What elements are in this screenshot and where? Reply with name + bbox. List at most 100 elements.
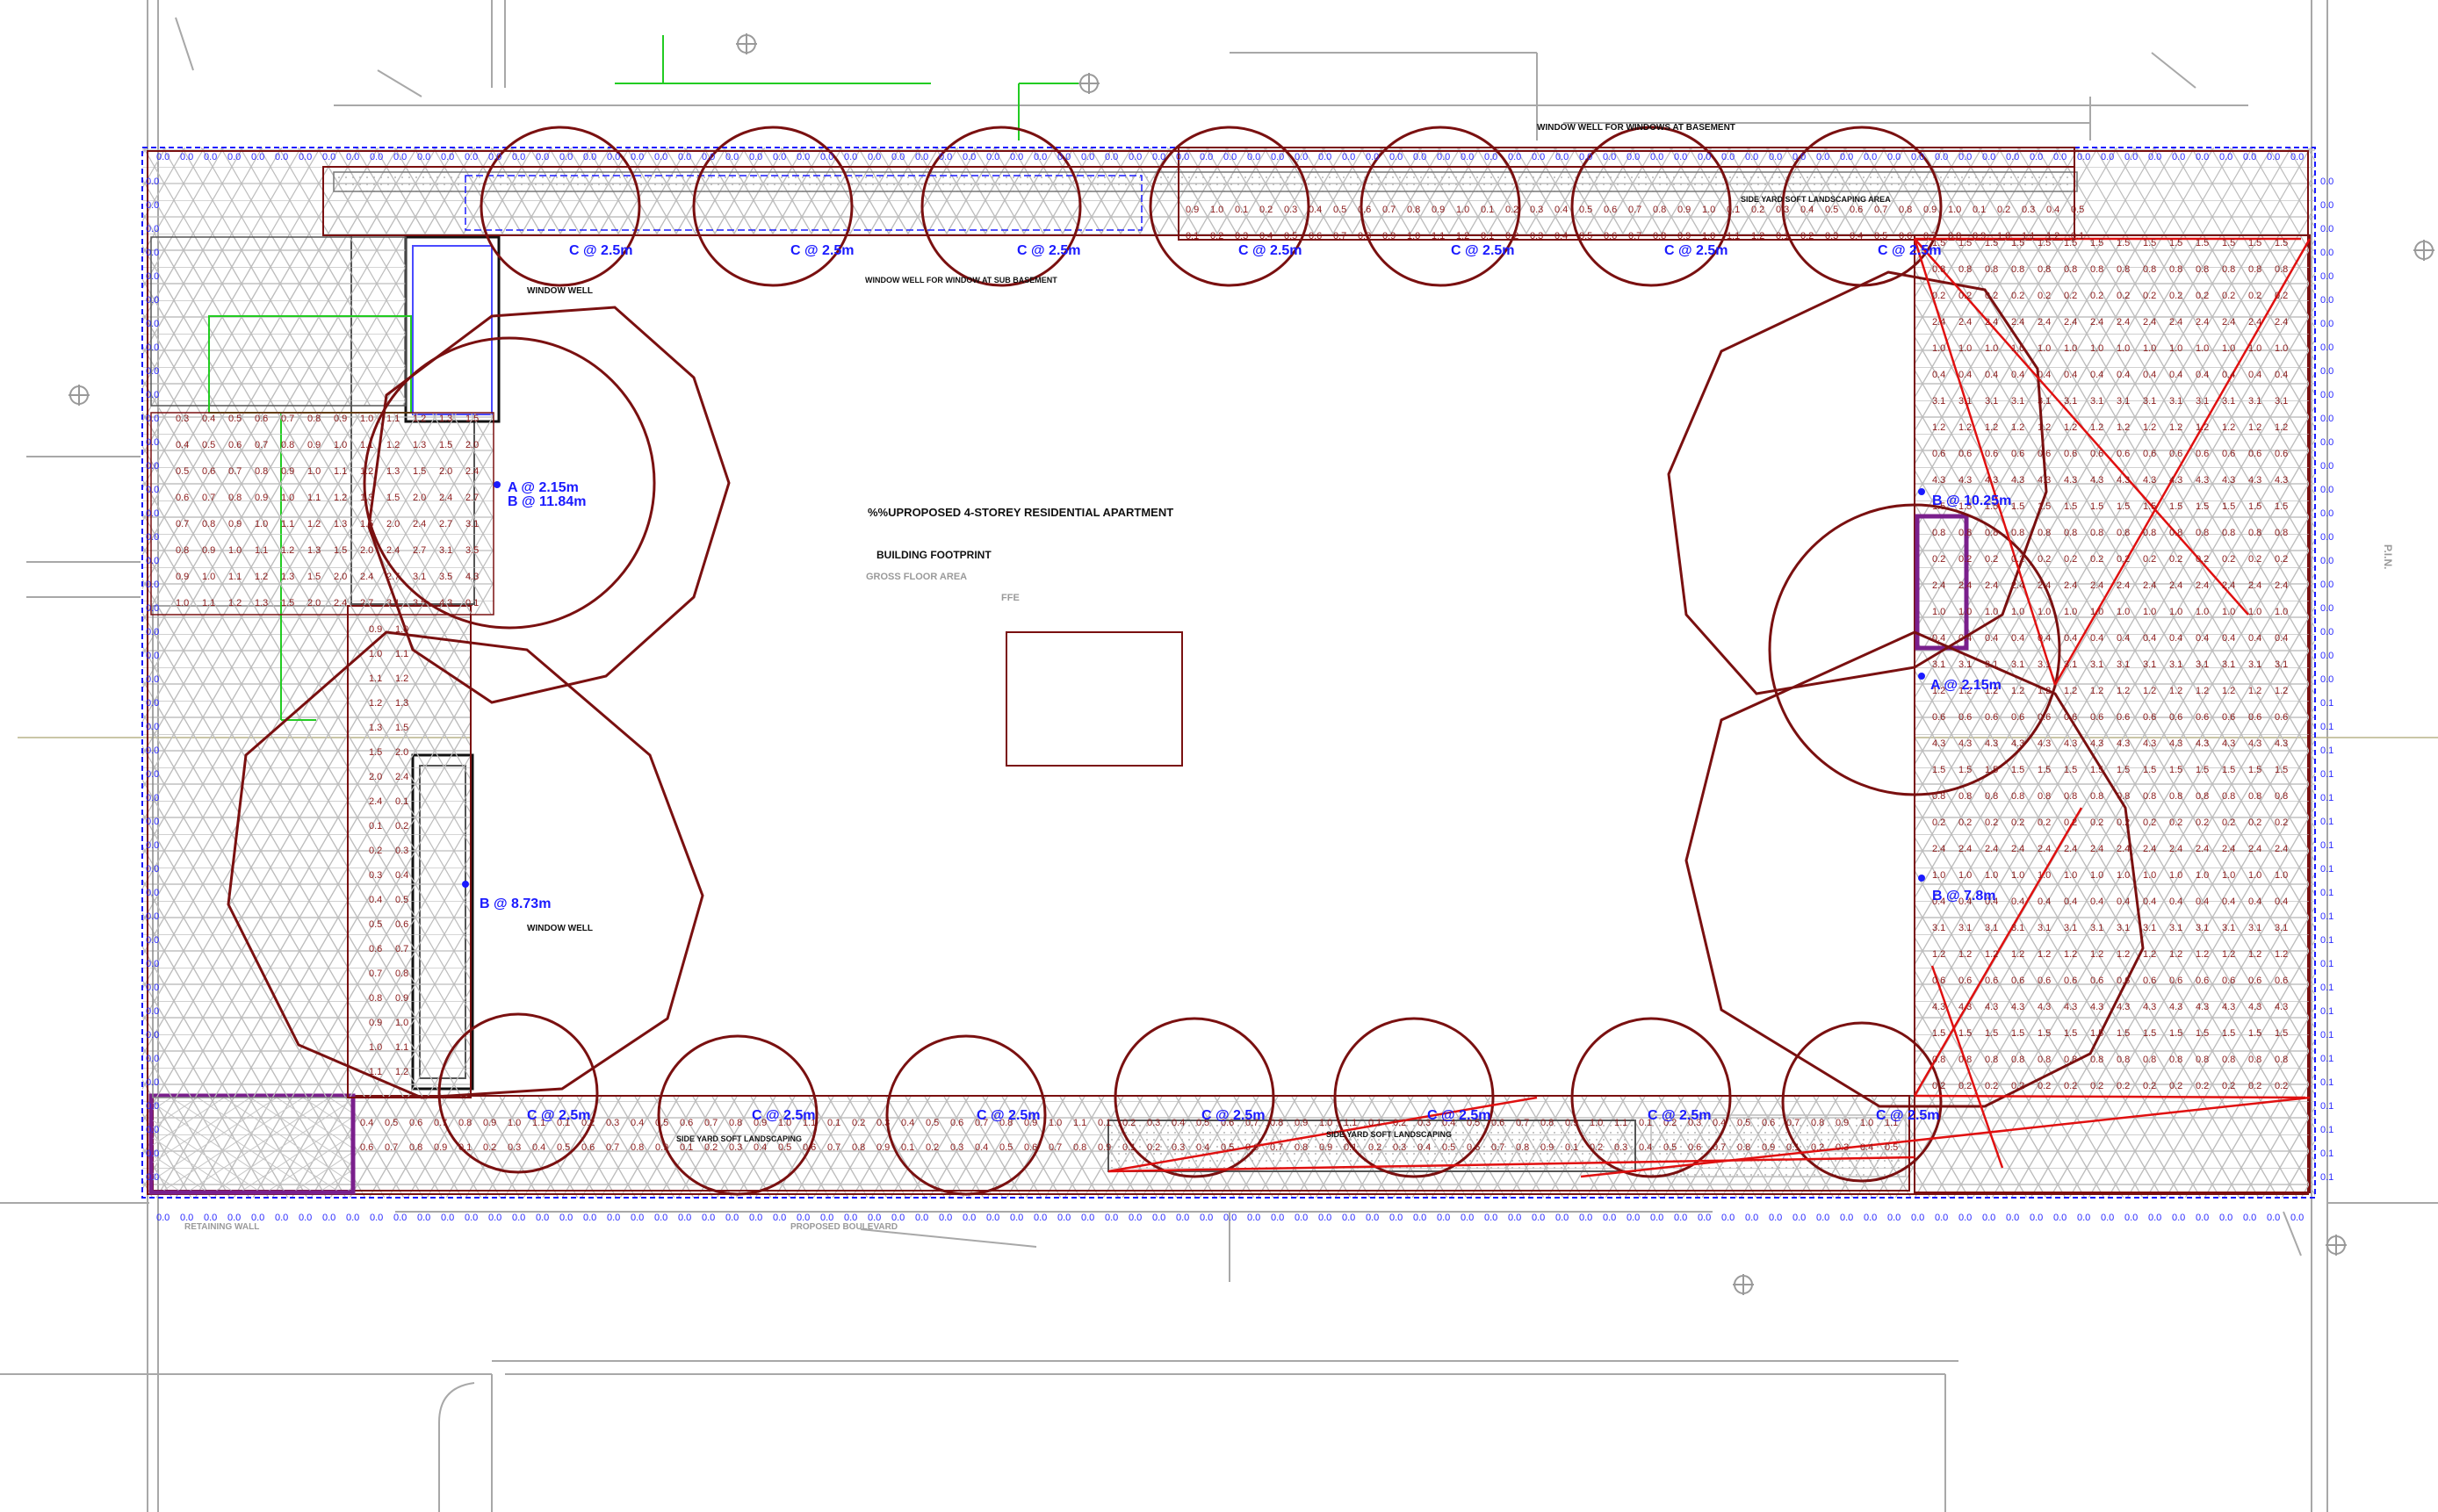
- lux-value: 1.2: [2222, 949, 2235, 960]
- lux-value: 0.4: [631, 1118, 644, 1128]
- lux-value: 0.4: [2090, 896, 2103, 907]
- lux-value: 0.0: [773, 152, 786, 162]
- lux-value: 4.3: [2169, 1002, 2182, 1012]
- lux-value: 0.4: [202, 414, 215, 424]
- lux-value: 1.2: [2038, 686, 2051, 696]
- lux-value: 0.6: [2143, 976, 2156, 986]
- lux-value: 0.0: [607, 1213, 620, 1223]
- lux-value: 0.6: [1932, 712, 1945, 723]
- lux-value: 1.3: [334, 519, 347, 529]
- lux-value: 0.0: [1816, 152, 1829, 162]
- lux-value: 0.5: [1284, 231, 1297, 241]
- lux-value: 0.8: [2248, 791, 2261, 802]
- lux-value: 2.7: [413, 545, 426, 556]
- lux-value: 0.9: [228, 519, 242, 529]
- lux-value: 0.0: [1982, 1213, 1995, 1223]
- lux-value: 3.1: [439, 545, 452, 556]
- note-side-yard-north: SIDE YARD SOFT LANDSCAPING AREA: [1741, 195, 1891, 204]
- lux-value: 1.5: [2169, 765, 2182, 775]
- lux-value: 0.0: [1627, 152, 1640, 162]
- lux-value: 0.0: [146, 248, 159, 258]
- lux-value: 1.2: [2117, 949, 2130, 960]
- tree-label: C @ 2.5m: [1017, 243, 1081, 258]
- lux-value: 0.6: [2090, 976, 2103, 986]
- lux-value: 1.1: [1073, 1118, 1086, 1128]
- lux-value: 0.7: [704, 1118, 718, 1128]
- lux-value: 1.3: [395, 698, 408, 709]
- tree-canopies: [437, 126, 1943, 1196]
- lux-value: 0.0: [2172, 1213, 2185, 1223]
- lux-value: 1.0: [2169, 607, 2182, 617]
- lux-value: 0.6: [2169, 449, 2182, 459]
- lux-value: 1.1: [1344, 1118, 1357, 1128]
- lux-value: 0.0: [441, 1213, 454, 1223]
- lux-value: 0.0: [417, 152, 430, 162]
- lux-value: 0.4: [901, 1118, 914, 1128]
- lux-value: 1.5: [2143, 501, 2156, 512]
- lux-value: 0.6: [2064, 449, 2077, 459]
- lux-value: 0.0: [1887, 1213, 1901, 1223]
- lux-value: 0.0: [2053, 152, 2067, 162]
- lux-value: 0.3: [369, 870, 382, 881]
- lux-value: 1.5: [369, 747, 382, 758]
- lux-value: 4.3: [1985, 475, 1998, 486]
- lux-value: 0.0: [2077, 1213, 2090, 1223]
- lux-value: 0.4: [1985, 633, 1998, 644]
- lux-value: 0.0: [1745, 1213, 1758, 1223]
- lux-value: 2.4: [2090, 844, 2103, 854]
- lux-value: 1.2: [2248, 686, 2261, 696]
- lux-value: 0.0: [2196, 1213, 2209, 1223]
- lux-value: 4.3: [2090, 1002, 2103, 1012]
- lux-value: 1.1: [334, 466, 347, 477]
- ffe-note: FFE: [1001, 593, 1020, 603]
- lux-value: 0.9: [1432, 205, 1445, 215]
- lux-value: 0.0: [2077, 152, 2090, 162]
- light-pole-footprints: [227, 270, 2145, 1108]
- lux-value: 0.1: [2071, 231, 2084, 241]
- lux-value: 0.2: [1122, 1118, 1136, 1128]
- lux-value: 1.0: [176, 598, 189, 608]
- lux-value: 0.2: [1985, 817, 1998, 828]
- lux-value: 0.1: [2320, 888, 2333, 898]
- lux-value: 4.3: [2275, 475, 2288, 486]
- lux-value: 0.4: [1259, 231, 1273, 241]
- lux-value: 0.6: [2038, 976, 2051, 986]
- lux-value: 0.8: [631, 1142, 644, 1153]
- lux-value: 1.5: [439, 440, 452, 450]
- lux-value: 0.0: [1461, 1213, 1474, 1223]
- lux-value: 3.1: [1932, 659, 1945, 670]
- lux-value: 0.0: [1532, 1213, 1545, 1223]
- lux-value: 3.1: [2222, 659, 2235, 670]
- lux-value: 0.2: [1147, 1142, 1160, 1153]
- tree-label: C @ 2.5m: [790, 243, 855, 258]
- lux-value: 0.8: [1948, 231, 1961, 241]
- lux-value: 0.4: [2222, 633, 2235, 644]
- lux-value: 2.4: [1985, 317, 1998, 328]
- lux-value: 4.3: [2143, 738, 2156, 749]
- lux-value: 0.8: [1407, 205, 1420, 215]
- lux-value: 2.4: [386, 545, 400, 556]
- lux-value: 4.3: [2038, 738, 2051, 749]
- lux-value: 0.0: [146, 200, 159, 211]
- lux-value: 0.0: [146, 983, 159, 993]
- lux-value: 0.0: [1508, 1213, 1521, 1223]
- lux-value: 1.2: [334, 493, 347, 503]
- lux-value: 1.2: [2090, 422, 2103, 433]
- lux-value: 0.4: [2117, 633, 2130, 644]
- lux-value: 3.1: [1958, 396, 1972, 407]
- lux-value: 0.3: [1825, 231, 1838, 241]
- lux-value: 1.5: [1932, 501, 1945, 512]
- lux-value: 0.8: [1958, 528, 1972, 538]
- lux-value: 0.8: [1932, 264, 1945, 275]
- lux-value: 1.5: [2275, 1028, 2288, 1039]
- lux-value: 1.5: [2011, 1028, 2024, 1039]
- lux-value: 0.0: [1792, 1213, 1806, 1223]
- lux-value: 0.0: [2267, 1213, 2280, 1223]
- lux-value: 0.0: [370, 152, 383, 162]
- lux-value: 0.8: [2117, 528, 2130, 538]
- lux-value: 0.0: [1342, 152, 1355, 162]
- lux-value: 3.1: [2196, 396, 2209, 407]
- lux-value: 0.2: [1958, 554, 1972, 565]
- lux-value: 0.2: [2275, 291, 2288, 301]
- lux-value: 1.2: [2011, 422, 2024, 433]
